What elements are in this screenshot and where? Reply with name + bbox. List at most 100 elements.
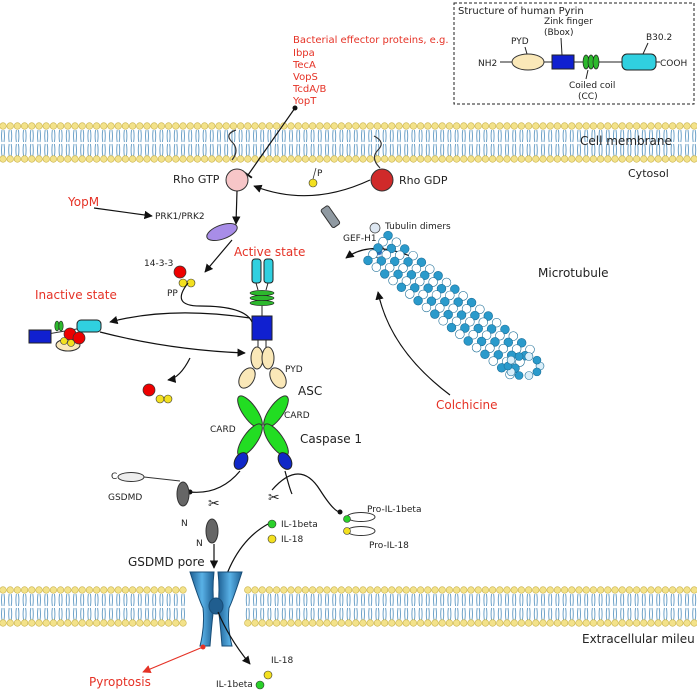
lipid-head bbox=[309, 619, 317, 627]
lipid-tail bbox=[598, 143, 603, 157]
lipid-tail bbox=[51, 143, 56, 157]
lipid-tail bbox=[8, 143, 13, 157]
lipid-tail bbox=[1, 143, 5, 157]
released-pp bbox=[163, 394, 173, 404]
prk-label: PRK1/PRK2 bbox=[155, 212, 205, 222]
lipid-head bbox=[35, 122, 43, 130]
tubulin-dimers-label: Tubulin dimers bbox=[384, 222, 451, 232]
lipid-head bbox=[366, 155, 374, 163]
lipid-tail bbox=[361, 607, 365, 621]
lipid-tail bbox=[281, 129, 286, 143]
lipid-head bbox=[186, 122, 194, 130]
lipid-tail bbox=[166, 129, 171, 143]
lipid-tail bbox=[368, 607, 373, 621]
lipid-tail bbox=[281, 593, 286, 607]
lipid-tail bbox=[137, 143, 142, 157]
lipid-head bbox=[474, 155, 482, 163]
lipid-tail bbox=[656, 607, 661, 621]
lipid-head bbox=[604, 122, 612, 130]
lipid-head bbox=[532, 586, 540, 594]
lipid-head bbox=[330, 586, 338, 594]
lipid-tail bbox=[317, 129, 322, 143]
lipid-tail bbox=[663, 129, 668, 143]
lipid-tail bbox=[677, 607, 682, 621]
lipid-tail bbox=[44, 129, 49, 143]
lipid-head bbox=[309, 155, 317, 163]
lipid-tail bbox=[195, 129, 200, 143]
inset-coil-1: Coiled coil bbox=[569, 81, 615, 91]
lipid-head bbox=[596, 619, 605, 627]
lipid-tail bbox=[692, 143, 697, 157]
lipid-tail bbox=[101, 607, 106, 621]
lipid-head bbox=[481, 155, 490, 163]
lipid-head bbox=[510, 619, 518, 627]
tubulin-subunit bbox=[441, 277, 452, 288]
lipid-tail bbox=[483, 593, 488, 607]
lipid-head bbox=[258, 586, 266, 594]
lipid-head bbox=[668, 122, 677, 130]
lipid-head bbox=[28, 586, 36, 594]
lipid-tail bbox=[137, 129, 142, 143]
tubulin-subunit bbox=[376, 256, 387, 266]
lipid-head bbox=[568, 155, 576, 163]
lipid-tail bbox=[404, 593, 409, 607]
active-coil bbox=[249, 295, 275, 301]
lipid-head bbox=[337, 122, 346, 130]
card-label-left: CARD bbox=[210, 425, 236, 435]
lipid-tail bbox=[123, 607, 128, 621]
lipid-head bbox=[445, 619, 454, 627]
lipid-head bbox=[467, 586, 475, 594]
tubulin-subunit bbox=[383, 230, 393, 241]
lipid-head bbox=[150, 155, 158, 163]
lipid-head bbox=[35, 619, 43, 627]
tubulin-subunit bbox=[381, 250, 392, 260]
pyrin-structure-inset: Structure of human Pyrin NH2 PYD Zink fi… bbox=[453, 2, 695, 105]
lipid-tail bbox=[562, 607, 567, 621]
lipid-head bbox=[78, 155, 86, 163]
lipid-head bbox=[395, 586, 403, 594]
lipid-head bbox=[136, 122, 144, 130]
lipid-tail bbox=[346, 607, 351, 621]
il18-out-label: IL-18 bbox=[271, 656, 293, 666]
cytosol-label: Cytosol bbox=[628, 167, 669, 180]
lipid-tail bbox=[238, 143, 243, 157]
tubulin-subunit bbox=[463, 336, 473, 346]
tubulin-subunit bbox=[371, 262, 382, 272]
tubulin-subunit bbox=[378, 237, 388, 247]
lipid-tail bbox=[382, 607, 387, 621]
lipid-tail bbox=[461, 607, 466, 621]
asc-label: ASC bbox=[298, 384, 322, 398]
lipid-tail bbox=[130, 593, 135, 607]
microtubule-shape bbox=[363, 230, 545, 380]
lipid-head bbox=[453, 155, 461, 163]
lipid-head bbox=[208, 122, 216, 130]
tubulin-subunit bbox=[470, 310, 480, 321]
pore-left bbox=[189, 571, 215, 647]
lipid-tail bbox=[533, 607, 538, 621]
lipid-head bbox=[0, 122, 7, 130]
lipid-tail bbox=[44, 143, 49, 157]
lipid-tail bbox=[397, 593, 401, 607]
caspase-shape bbox=[277, 452, 293, 470]
lipid-tail bbox=[692, 129, 697, 143]
lipid-head bbox=[100, 586, 108, 594]
tubulin-subunit bbox=[420, 270, 430, 280]
lipid-tail bbox=[411, 129, 416, 143]
il1beta-label: IL-1beta bbox=[281, 520, 318, 530]
lipid-tail bbox=[526, 129, 531, 143]
lipid-head bbox=[92, 619, 101, 627]
tubulin-subunit bbox=[466, 297, 477, 308]
lipid-tail bbox=[303, 593, 308, 607]
lipid-tail bbox=[310, 143, 315, 157]
lipid-head bbox=[100, 155, 108, 163]
tubulin-subunit bbox=[386, 243, 397, 254]
lipid-head bbox=[388, 122, 396, 130]
lipid-head bbox=[625, 155, 634, 163]
lipid-tail bbox=[94, 143, 99, 157]
tubulin-subunit bbox=[476, 336, 487, 347]
lipid-head bbox=[157, 619, 165, 627]
lipid-head bbox=[503, 586, 511, 594]
inset-pyd-shape bbox=[511, 53, 545, 71]
lipid-head bbox=[129, 122, 137, 130]
lipid-tail bbox=[80, 607, 85, 621]
